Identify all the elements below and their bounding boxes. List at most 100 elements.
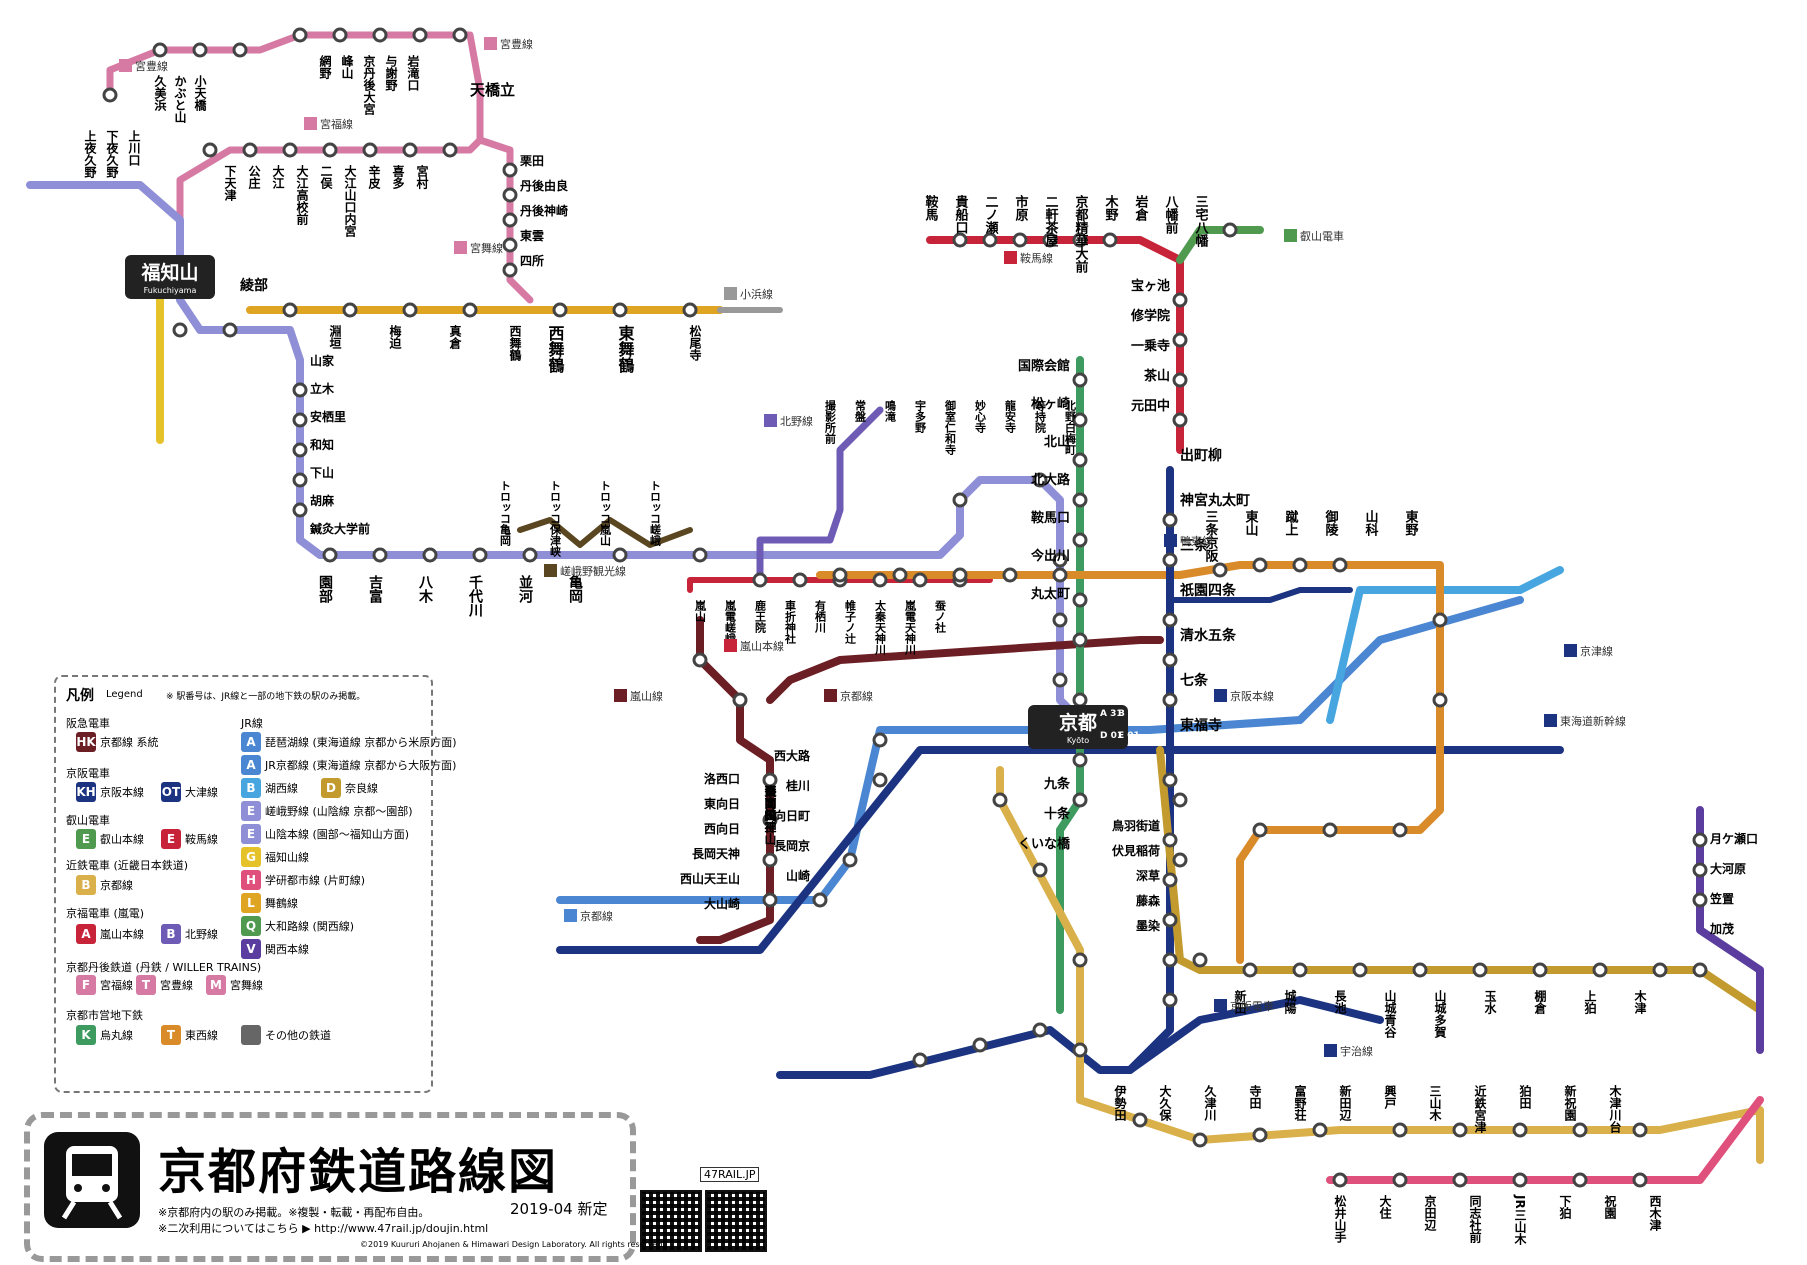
station-name: 上狛	[1583, 989, 1597, 1015]
station-marker	[872, 572, 888, 588]
station-marker	[762, 852, 778, 868]
sagano-kanko-line	[517, 517, 693, 548]
station-marker	[1172, 412, 1188, 428]
station-name: 有栖川	[814, 599, 828, 633]
station-name: くいな橋	[1018, 836, 1071, 852]
station-marker	[1072, 412, 1088, 428]
legend-label: 東西線	[185, 1029, 218, 1042]
route-badge	[1544, 714, 1557, 727]
station-marker	[692, 547, 708, 563]
station-marker	[612, 547, 628, 563]
station-name: 胡麻	[310, 493, 335, 508]
legend-label: 学研都市線 (片町線)	[265, 874, 366, 887]
station-marker	[1432, 692, 1448, 708]
tozai-line	[816, 561, 1444, 964]
station-name: 鳴滝	[884, 399, 897, 423]
station-name: 京田辺	[1423, 1194, 1437, 1232]
route-label: 宇治線	[1340, 1044, 1373, 1058]
route-badge	[724, 639, 737, 652]
legend-label: 宮豊線	[160, 979, 193, 992]
station-marker	[1452, 1122, 1468, 1138]
legend-title-en: Legend	[106, 689, 143, 700]
station-marker	[362, 142, 378, 158]
station-name: 棚倉	[1533, 989, 1547, 1015]
keihan-main-line	[776, 466, 1174, 1079]
station-marker	[242, 142, 258, 158]
station-marker	[1352, 962, 1368, 978]
station-name: 清水五条	[1180, 627, 1237, 644]
qr-code	[640, 1190, 702, 1252]
station-name: 辛皮	[367, 164, 381, 190]
station-name: 木津川台	[1608, 1084, 1622, 1134]
route-label: 嵐山線	[630, 689, 663, 703]
station-name: 新田	[1233, 989, 1247, 1015]
station-name: 近鉄宮津	[1473, 1084, 1487, 1134]
station-name: 与謝野	[384, 55, 398, 92]
station-marker	[1692, 832, 1708, 848]
station-marker	[292, 442, 308, 458]
station-code: A 31	[1100, 709, 1123, 719]
route-badge	[724, 287, 737, 300]
station-marker	[1042, 232, 1058, 248]
station-name: 丹後由良	[520, 178, 568, 193]
miyafuku-line	[176, 136, 484, 254]
station-marker	[292, 27, 308, 43]
station-name: 大山崎	[704, 896, 740, 911]
jr-kyoto-line	[556, 726, 1064, 904]
route-label: 宮舞線	[470, 241, 503, 255]
hub-kyoto-name-en: Kyōto	[1067, 736, 1089, 745]
station-name: 松井山手	[1333, 1194, 1347, 1244]
station-marker	[992, 792, 1008, 808]
miyazu-line	[106, 31, 484, 144]
station-name: かぶと山	[173, 75, 187, 124]
station-name: 三条	[1180, 537, 1209, 554]
legend-label: 大津線	[185, 786, 218, 799]
station-marker	[1072, 592, 1088, 608]
station-marker	[282, 142, 298, 158]
station-name: 興戸	[1383, 1084, 1397, 1110]
station-marker	[1012, 232, 1028, 248]
hankyu-kyoto-line	[766, 636, 1164, 704]
station-name: 東向日	[763, 784, 777, 822]
station-name: 下夜久野	[105, 130, 119, 179]
legend-badge: M	[206, 975, 226, 995]
station-name: 妙心寺	[974, 399, 987, 434]
legend-label: 京阪本線	[100, 786, 144, 799]
station-marker	[372, 27, 388, 43]
station-name: 車折神社	[784, 599, 798, 645]
legend-badge: KH	[76, 782, 96, 802]
station-marker	[522, 547, 538, 563]
legend-label: 烏丸線	[100, 1029, 133, 1042]
station-labels: 久美浜かぶと山小天橋網野峰山京丹後大宮与謝野岩滝口天橋立下天津公庄大江大江高校前…	[83, 37, 1758, 1245]
station-name: 山城青谷	[1383, 989, 1397, 1039]
station-name: 元田中	[1131, 398, 1170, 414]
station-name: 久津川	[1203, 1084, 1217, 1121]
randen-arashiyama-line	[687, 577, 993, 593]
legend-group: 近鉄電車 (近畿日本鉄道)	[66, 859, 189, 872]
station-marker	[912, 1052, 928, 1068]
station-name: 上川口	[127, 129, 141, 167]
station-marker	[1072, 492, 1088, 508]
station-marker	[982, 232, 998, 248]
station-name: 東山	[1243, 509, 1259, 537]
legend-label: 湖西線	[265, 782, 298, 795]
station-name: 鞍馬口	[1031, 510, 1070, 526]
station-name: 常盤	[854, 399, 868, 422]
legend-label: 宮福線	[100, 979, 133, 992]
route-badge	[1564, 644, 1577, 657]
route-badge	[304, 117, 317, 130]
route-label: 京都線	[580, 909, 613, 923]
legend-badge: F	[76, 975, 96, 995]
station-marker	[812, 892, 828, 908]
station-name: 園部	[317, 575, 333, 604]
station-name: 西木津	[1648, 1195, 1662, 1232]
station-marker	[762, 812, 778, 828]
station-marker	[1472, 962, 1488, 978]
station-marker	[952, 232, 968, 248]
station-marker	[1512, 1172, 1528, 1188]
station-marker	[102, 87, 118, 103]
legend-group: 京阪電車	[66, 767, 110, 780]
route-badge	[1284, 229, 1297, 242]
